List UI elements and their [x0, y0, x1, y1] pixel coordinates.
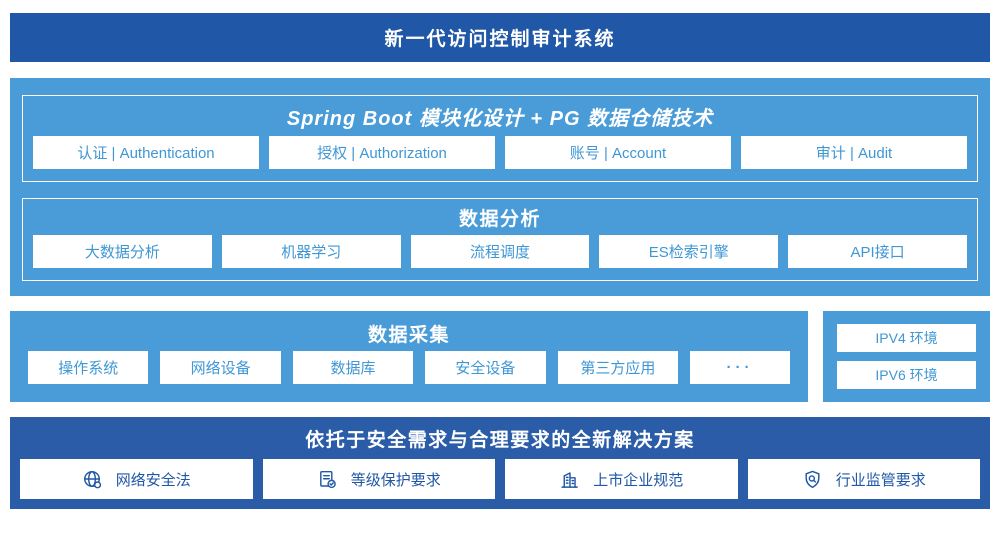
- collection-box-database: 数据库: [292, 351, 414, 384]
- collection-section: 数据采集 操作系统 网络设备 数据库 安全设备 第三方应用 ···: [10, 311, 808, 402]
- solution-box-listed-company: 上市企业规范: [505, 459, 738, 499]
- collection-title: 数据采集: [367, 325, 450, 346]
- module-box-authentication: 认证 | Authentication: [33, 136, 259, 169]
- analysis-box-es-search: ES检索引擎: [599, 235, 779, 268]
- solution-label: 网络安全法: [115, 471, 191, 489]
- module-box-audit: 审计 | Audit: [741, 136, 967, 169]
- environments-panel: IPV4 环境 IPV6 环境: [823, 311, 990, 402]
- collection-box-more: ···: [690, 351, 791, 384]
- modules-row: 认证 | Authentication 授权 | Authorization 账…: [33, 136, 967, 169]
- collection-boxes-row: 操作系统 网络设备 数据库 安全设备 第三方应用 ···: [28, 351, 791, 384]
- collection-box-os: 操作系统: [28, 351, 149, 384]
- architecture-diagram: 新一代访问控制审计系统 Spring Boot 模块化设计 + PG 数据仓储技…: [0, 13, 1000, 542]
- analysis-group: 数据分析 大数据分析 机器学习 流程调度 ES检索引擎 API接口: [22, 198, 978, 281]
- page-title-banner: 新一代访问控制审计系统: [10, 13, 990, 62]
- platform-section: Spring Boot 模块化设计 + PG 数据仓储技术 认证 | Authe…: [10, 78, 990, 296]
- analysis-box-big-data: 大数据分析: [33, 235, 212, 268]
- modules-group: Spring Boot 模块化设计 + PG 数据仓储技术 认证 | Authe…: [22, 95, 978, 182]
- solution-label: 行业监管要求: [835, 471, 926, 489]
- modules-group-title: Spring Boot 模块化设计 + PG 数据仓储技术: [286, 107, 714, 130]
- page-title: 新一代访问控制审计系统: [384, 29, 616, 50]
- shield-search-icon: [805, 470, 820, 488]
- solution-label: 等级保护要求: [350, 471, 441, 489]
- building-icon: [561, 471, 579, 488]
- solution-label: 上市企业规范: [593, 471, 684, 489]
- analysis-row: 大数据分析 机器学习 流程调度 ES检索引擎 API接口: [33, 235, 967, 268]
- globe-icon: [83, 470, 101, 488]
- solution-section: 依托于安全需求与合理要求的全新解决方案 网络安全法: [10, 417, 990, 509]
- ipv4-environment-box: IPV4 环境: [837, 324, 976, 352]
- analysis-box-workflow-scheduling: 流程调度: [410, 235, 590, 268]
- module-box-authorization: 授权 | Authorization: [269, 136, 495, 169]
- solution-box-network-security-law: 网络安全法: [20, 459, 253, 499]
- collection-box-security-device: 安全设备: [425, 351, 546, 384]
- module-box-account: 账号 | Account: [505, 136, 731, 169]
- document-check-icon: [319, 470, 336, 488]
- collection-row: 数据采集 操作系统 网络设备 数据库 安全设备 第三方应用 ··· IPV4 环…: [10, 311, 990, 402]
- solution-title: 依托于安全需求与合理要求的全新解决方案: [305, 429, 695, 451]
- analysis-group-title: 数据分析: [458, 208, 541, 230]
- ipv6-environment-box: IPV6 环境: [837, 361, 976, 389]
- collection-box-third-party-app: 第三方应用: [557, 351, 679, 384]
- solution-box-industry-regulation: 行业监管要求: [747, 459, 980, 499]
- solution-row: 网络安全法 等级保护要求: [20, 459, 980, 499]
- analysis-box-machine-learning: 机器学习: [221, 235, 401, 268]
- analysis-box-api: API接口: [788, 235, 967, 268]
- collection-box-network-device: 网络设备: [160, 351, 281, 384]
- solution-box-classified-protection: 等级保护要求: [262, 459, 495, 499]
